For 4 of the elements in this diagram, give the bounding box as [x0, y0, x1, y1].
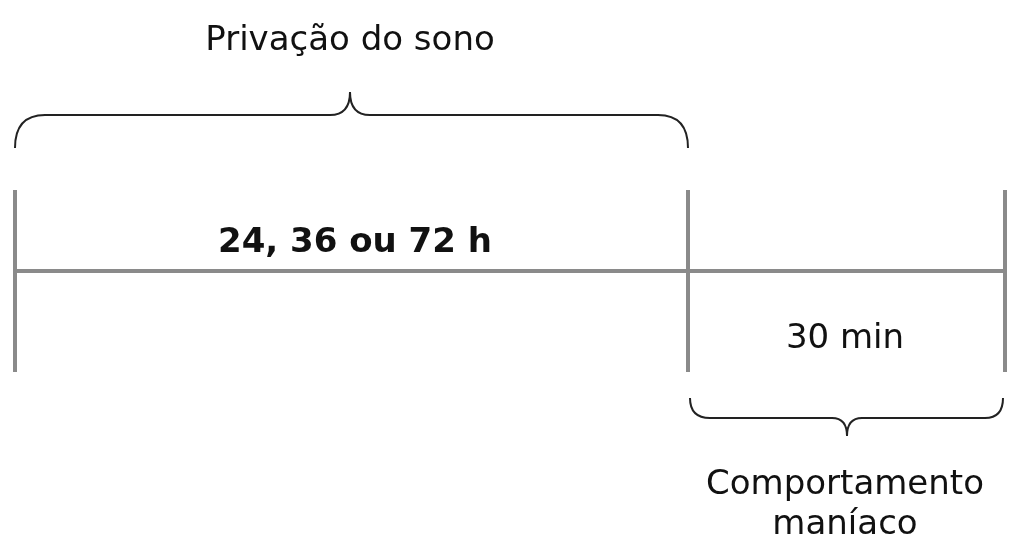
duration-label: 24, 36 ou 72 h [217, 220, 493, 260]
bracket-label: Comportamento maníaco [705, 462, 985, 542]
duration-label: 30 min [784, 316, 906, 356]
bracket-label: Privação do sono [204, 18, 496, 58]
